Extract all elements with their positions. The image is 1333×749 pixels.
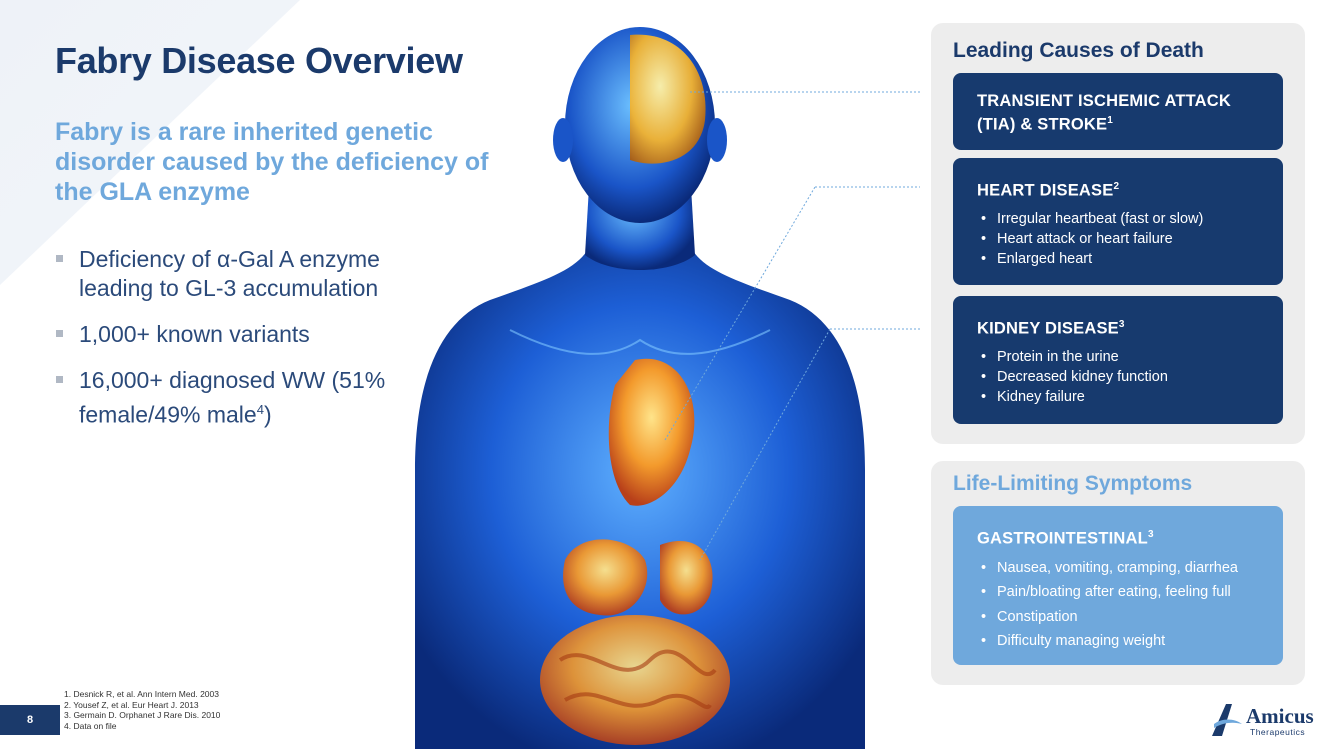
card-title: TRANSIENT ISCHEMIC ATTACK (TIA) & STROKE… bbox=[977, 92, 1232, 134]
key-fact-item: 16,000+ diagnosed WW (51% female/49% mal… bbox=[55, 366, 415, 430]
list-item: Pain/bloating after eating, feeling full bbox=[977, 580, 1259, 605]
list-item: Heart attack or heart failure bbox=[977, 229, 1259, 249]
card-kidney-disease: KIDNEY DISEASE3 Protein in the urine Dec… bbox=[953, 296, 1283, 424]
list-item: Nausea, vomiting, cramping, diarrhea bbox=[977, 556, 1259, 581]
page-subtitle: Fabry is a rare inherited genetic disord… bbox=[55, 118, 489, 206]
list-item: Kidney failure bbox=[977, 387, 1259, 407]
card-title: GASTROINTESTINAL3 bbox=[977, 529, 1154, 548]
card-title: KIDNEY DISEASE3 bbox=[977, 319, 1125, 338]
reference-item: 4. Data on file bbox=[64, 720, 117, 731]
key-fact-item: 1,000+ known variants bbox=[55, 320, 415, 349]
card-stroke: TRANSIENT ISCHEMIC ATTACK (TIA) & STROKE… bbox=[953, 73, 1283, 150]
list-item: Enlarged heart bbox=[977, 249, 1259, 269]
logo-subtitle: Therapeutics bbox=[1250, 727, 1306, 737]
bullet-square-icon bbox=[56, 255, 63, 262]
list-item: Difficulty managing weight bbox=[977, 629, 1259, 654]
card-item-list: Irregular heartbeat (fast or slow) Heart… bbox=[977, 209, 1259, 269]
references-list: 1. Desnick R, et al. Ann Intern Med. 200… bbox=[64, 689, 220, 731]
card-heart-disease: HEART DISEASE2 Irregular heartbeat (fast… bbox=[953, 158, 1283, 285]
logo-name: Amicus bbox=[1246, 704, 1314, 728]
list-item: Constipation bbox=[977, 605, 1259, 630]
card-item-list: Protein in the urine Decreased kidney fu… bbox=[977, 347, 1259, 407]
reference-item: 3. Germain D. Orphanet J Rare Dis. 2010 bbox=[64, 710, 221, 720]
panel-title-symptoms: Life-Limiting Symptoms bbox=[953, 472, 1193, 495]
bullet-square-icon bbox=[56, 330, 63, 337]
reference-item: 2. Yousef Z, et al. Eur Heart J. 2013 bbox=[64, 699, 199, 710]
human-body-illustration bbox=[415, 27, 920, 749]
page-number-badge: 8 bbox=[0, 705, 60, 735]
key-facts-list: Deficiency of α-Gal A enzyme leading to … bbox=[55, 245, 415, 447]
panel-title-causes: Leading Causes of Death bbox=[953, 39, 1204, 62]
card-item-list: Nausea, vomiting, cramping, diarrhea Pai… bbox=[977, 556, 1259, 654]
page-title: Fabry Disease Overview bbox=[55, 40, 463, 81]
list-item: Irregular heartbeat (fast or slow) bbox=[977, 209, 1259, 229]
card-gastrointestinal: GASTROINTESTINAL3 Nausea, vomiting, cram… bbox=[953, 506, 1283, 665]
amicus-logo: Amicus Therapeutics bbox=[1208, 700, 1323, 740]
reference-item: 1. Desnick R, et al. Ann Intern Med. 200… bbox=[64, 689, 219, 699]
causes-of-death-panel: Leading Causes of Death TRANSIENT ISCHEM… bbox=[931, 23, 1305, 444]
bullet-square-icon bbox=[56, 376, 63, 383]
amicus-logo-icon bbox=[1212, 704, 1242, 736]
list-item: Decreased kidney function bbox=[977, 367, 1259, 387]
key-fact-item: Deficiency of α-Gal A enzyme leading to … bbox=[55, 245, 415, 303]
symptoms-panel: Life-Limiting Symptoms GASTROINTESTINAL3… bbox=[931, 461, 1305, 685]
card-title: HEART DISEASE2 bbox=[977, 181, 1120, 200]
list-item: Protein in the urine bbox=[977, 347, 1259, 367]
